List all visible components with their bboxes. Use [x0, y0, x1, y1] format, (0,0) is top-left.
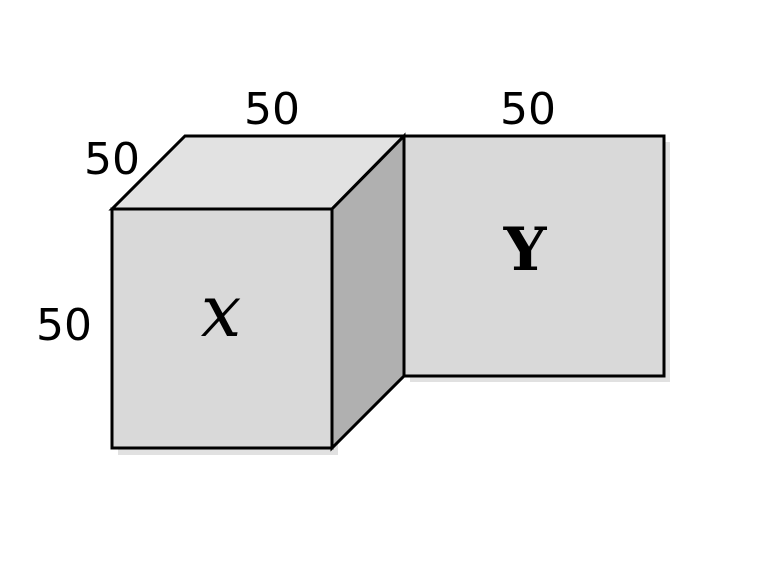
square-face-label: Y	[503, 215, 548, 285]
square-width-label: 50	[500, 84, 556, 135]
square-face	[402, 134, 666, 378]
cube-face-label: x	[201, 269, 242, 353]
cube-width-label: 50	[244, 84, 300, 135]
cube-depth-label: 50	[84, 134, 140, 185]
cube-front-face	[110, 207, 334, 450]
cube-height-label: 50	[36, 300, 92, 351]
